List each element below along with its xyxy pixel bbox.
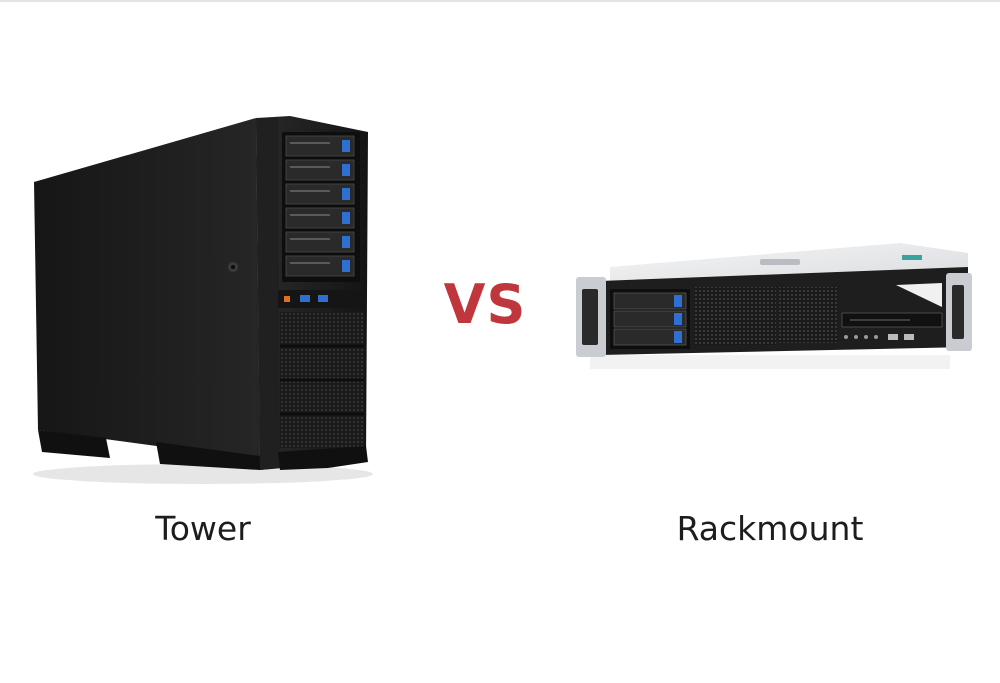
rackmount-label: Rackmount	[676, 509, 864, 548]
tower-label: Tower	[155, 509, 251, 548]
vs-separator: VS	[443, 273, 527, 336]
tower-server-image	[28, 112, 373, 492]
rackmount-server-image	[570, 237, 975, 377]
